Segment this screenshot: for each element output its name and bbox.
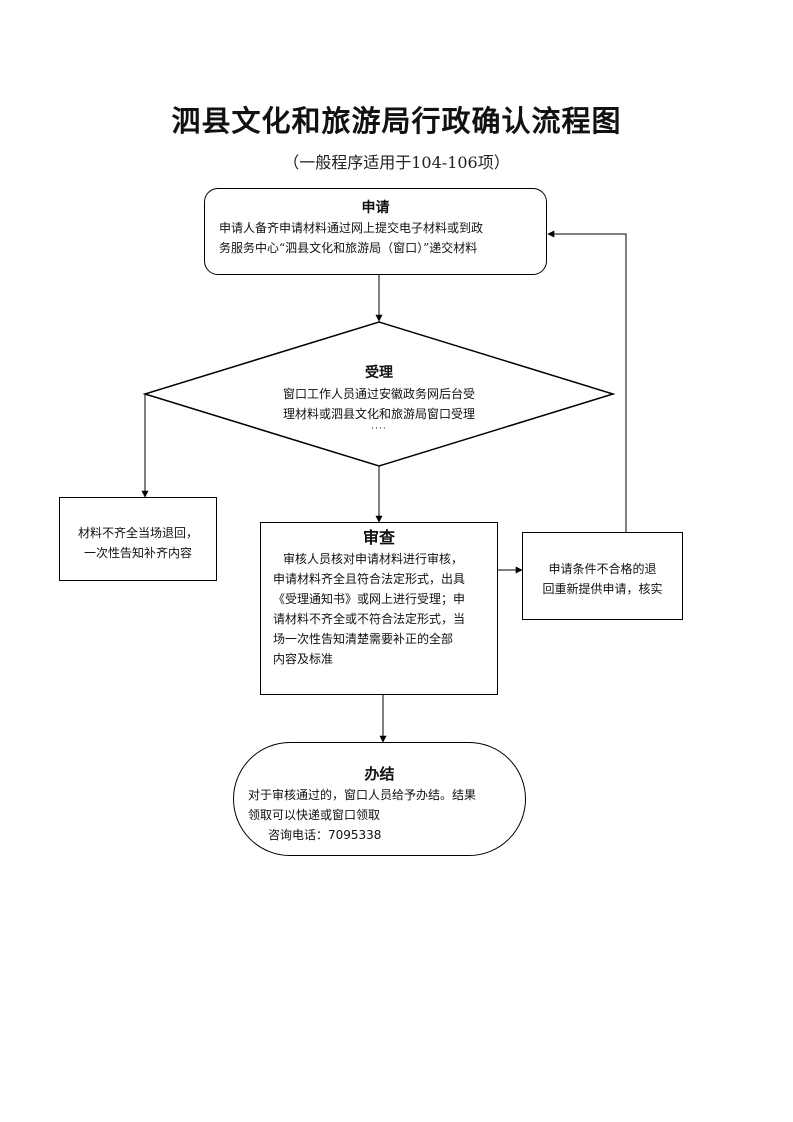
incomplete-box: 材料不齐全当场退回， 一次性告知补齐内容 bbox=[59, 497, 217, 581]
review-line: 申请材料齐全且符合法定形式，出具 bbox=[273, 572, 466, 586]
finish-box: 办结 对于审核通过的，窗口人员给予办结。结果 领取可以快递或窗口领取 咨询电话：… bbox=[233, 742, 526, 856]
review-line: 场一次性告知清楚需要补正的全部 bbox=[273, 632, 454, 646]
review-title: 审查 bbox=[362, 528, 395, 547]
finish-line: 领取可以快递或窗口领取 bbox=[248, 808, 381, 822]
accept-title: 受理 bbox=[365, 365, 393, 381]
incomplete-line: 材料不齐全当场退回， bbox=[77, 526, 198, 540]
reject-box: 申请条件不合格的退 回重新提供申请，核实 bbox=[522, 532, 683, 620]
review-line: 审核人员核对申请材料进行审核， bbox=[283, 552, 464, 566]
accept-line: 窗口工作人员通过安徽政务网后台受 bbox=[282, 387, 475, 401]
incomplete-line: 一次性告知补齐内容 bbox=[83, 546, 192, 560]
arrow-reject-to-apply bbox=[547, 230, 627, 532]
accept-line: 理材料或泗县文化和旅游局窗口受理 bbox=[282, 407, 475, 421]
accept-line: ···· bbox=[371, 424, 387, 434]
reject-line: 回重新提供申请，核实 bbox=[542, 582, 663, 596]
apply-line: 务服务中心“泗县文化和旅游局（窗口）”递交材料 bbox=[219, 241, 478, 255]
finish-title: 办结 bbox=[364, 765, 395, 783]
reject-line: 申请条件不合格的退 bbox=[548, 562, 657, 576]
review-line: 《受理通知书》或网上进行受理；申 bbox=[273, 592, 466, 606]
review-line: 内容及标准 bbox=[273, 652, 334, 666]
finish-line: 对于审核通过的，窗口人员给予办结。结果 bbox=[248, 788, 477, 802]
finish-phone: 咨询电话：7095338 bbox=[268, 828, 382, 842]
review-text: 审核人员核对申请材料进行审核， 申请材料齐全且符合法定形式，出具 《受理通知书》… bbox=[261, 549, 497, 669]
apply-line: 申请人备齐申请材料通过网上提交电子材料或到政 bbox=[219, 221, 484, 235]
review-box: 审查 审核人员核对申请材料进行审核， 申请材料齐全且符合法定形式，出具 《受理通… bbox=[260, 522, 498, 695]
review-line: 请材料不齐全或不符合法定形式，当 bbox=[273, 612, 466, 626]
apply-box: 申请 申请人备齐申请材料通过网上提交电子材料或到政 务服务中心“泗县文化和旅游局… bbox=[204, 188, 547, 275]
apply-text: 申请人备齐申请材料通过网上提交电子材料或到政 务服务中心“泗县文化和旅游局（窗口… bbox=[205, 218, 546, 258]
accept-content: 受理 窗口工作人员通过安徽政务网后台受 理材料或泗县文化和旅游局窗口受理 ···… bbox=[239, 362, 519, 434]
finish-text: 对于审核通过的，窗口人员给予办结。结果 领取可以快递或窗口领取 咨询电话：709… bbox=[234, 785, 525, 845]
page-subtitle: （一般程序适用于104-106项） bbox=[283, 153, 510, 172]
page-title: 泗县文化和旅游局行政确认流程图 bbox=[171, 104, 622, 138]
apply-title: 申请 bbox=[361, 200, 390, 216]
